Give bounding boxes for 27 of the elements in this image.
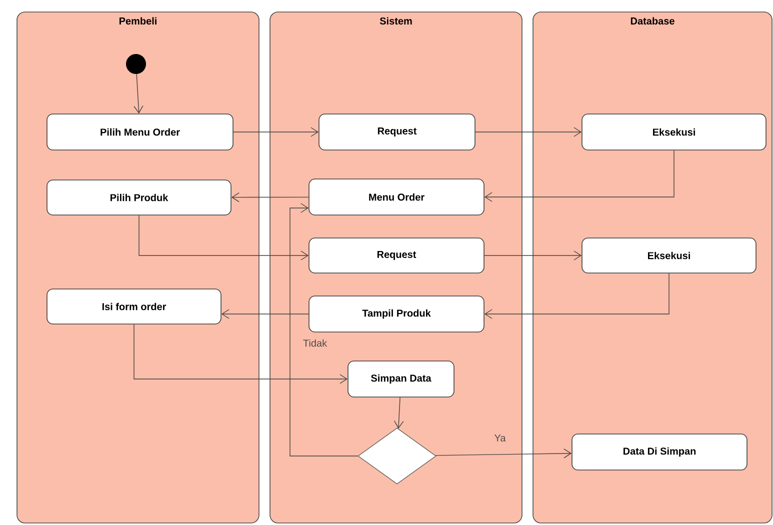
arrow <box>435 448 572 458</box>
arrow <box>475 127 582 137</box>
edge-label: Ya <box>493 434 507 442</box>
start-dot <box>126 54 146 74</box>
arrow <box>484 250 582 260</box>
activity-box: Eksekusi <box>582 238 756 274</box>
activity-box: Tampil Produk <box>308 296 484 332</box>
activity-box: Simpan Data <box>348 360 454 398</box>
activity-box: Pilih Menu Order <box>46 114 234 150</box>
arrow <box>484 273 670 319</box>
arrow <box>290 203 358 456</box>
activity-box: Request <box>308 238 484 274</box>
arrow <box>221 309 309 319</box>
arrow <box>233 127 319 137</box>
decision-diamond <box>358 428 436 484</box>
arrow <box>484 150 674 202</box>
arrow <box>231 192 309 202</box>
activity-box: Eksekusi <box>582 114 766 150</box>
arrow <box>138 215 309 260</box>
activity-box: Menu Order <box>308 178 484 216</box>
activity-box: Pilih Produk <box>46 180 232 216</box>
arrow <box>134 74 144 114</box>
arrow <box>394 397 404 429</box>
activity-box: Request <box>318 114 476 150</box>
activity-box: Data Di Simpan <box>572 434 748 470</box>
arrow <box>134 324 348 384</box>
activity-box: Isi form order <box>46 288 222 324</box>
